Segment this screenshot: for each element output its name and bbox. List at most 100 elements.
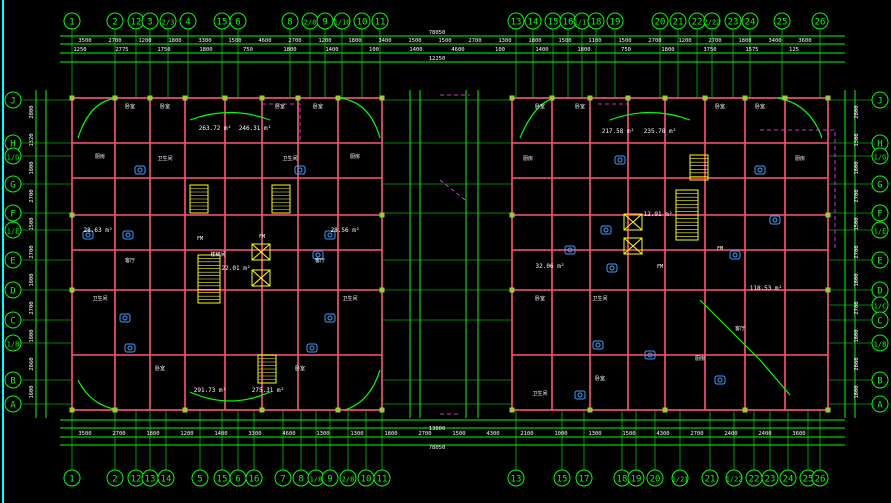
dim-bottom-9: 1800 — [384, 431, 397, 437]
column-35 — [742, 407, 748, 413]
fixture-5 — [134, 165, 146, 175]
grid-top-r-1-label: 14 — [528, 18, 539, 28]
fixture-dot-8 — [567, 247, 573, 253]
column-28 — [509, 212, 515, 218]
fixture-3 — [312, 250, 324, 260]
fixture-15 — [574, 390, 586, 400]
grid-top-r-8-bubble — [669, 12, 687, 30]
room-label-0: 卧室 — [125, 103, 135, 110]
dim-left-1: 1320 — [29, 133, 35, 146]
dim-bottom-10: 2700 — [418, 431, 431, 437]
grid-bot-r-0-bubble — [507, 469, 525, 487]
grid-bot-r-7-label: 21 — [705, 475, 716, 485]
dim-second-4: 750 — [243, 47, 253, 53]
grid-right-5-bubble — [871, 221, 889, 239]
fixture-dot-12 — [772, 217, 778, 223]
grid-bot-4-label: 14 — [161, 475, 172, 485]
dim-bottom-18: 2700 — [690, 431, 703, 437]
dim-left-8: 1800 — [29, 329, 35, 342]
grid-top-11-bubble — [333, 12, 351, 30]
grid-right-4-bubble — [871, 204, 889, 222]
column-21 — [587, 95, 593, 101]
fixture-12 — [769, 215, 781, 225]
grid-bot-15-label: 11 — [377, 475, 388, 485]
column-34 — [662, 407, 668, 413]
fixture-dot-4 — [122, 315, 128, 321]
grid-right-6-bubble — [871, 251, 889, 269]
dim-top-22: 1800 — [738, 38, 751, 44]
grid-bot-r-6-label: 1/21 — [672, 476, 689, 484]
fixture-dot-3 — [315, 252, 321, 258]
dim-second-7: 100 — [369, 47, 379, 53]
grid-bot-r-0-label: 13 — [511, 475, 522, 485]
grid-left-1-label: H — [10, 140, 15, 150]
grid-top-r-3-label: 16 — [563, 18, 574, 28]
grid-bot-12-bubble — [321, 469, 339, 487]
grid-right-10-bubble — [871, 334, 889, 352]
dim-bottom-15: 1300 — [588, 431, 601, 437]
dim-mid-bottom: 13800 — [429, 426, 446, 432]
grid-left-6-bubble — [4, 251, 22, 269]
dim-right-7: 2700 — [854, 301, 860, 314]
grid-top-r-14-label: 26 — [815, 18, 826, 28]
dim-left-0: 2800 — [29, 105, 35, 118]
grid-right-0-label: J — [877, 97, 882, 107]
grid-right-7-label: D — [877, 287, 882, 297]
dim-bottom-2: 1800 — [146, 431, 159, 437]
fixture-dot-17 — [127, 345, 133, 351]
grid-left-2-bubble — [4, 147, 22, 165]
grid-bot-r-12-label: 25 — [803, 475, 814, 485]
grid-bot-6-label: 15 — [217, 475, 228, 485]
grid-left-0-label: J — [10, 97, 15, 107]
grid-top-3-bubble — [141, 12, 159, 30]
room-label-30: 卫生间 — [532, 390, 547, 397]
grid-right-5-label: 1/E — [874, 228, 887, 236]
dimension-lines — [35, 35, 856, 446]
column-13 — [69, 407, 75, 413]
column-17 — [335, 407, 341, 413]
column-1 — [112, 95, 118, 101]
fixture-dot-6 — [297, 167, 303, 173]
dim-left-10: 1600 — [29, 385, 35, 398]
grid-left-7-label: D — [10, 287, 15, 297]
room-area-6: 22.01 m² — [222, 265, 251, 272]
dim-second-15: 3750 — [703, 47, 716, 53]
grid-top-r-10-bubble — [703, 12, 721, 30]
room-area-5: 28.56 m² — [331, 227, 360, 234]
fixture-13 — [592, 340, 604, 350]
dim-second-12: 1800 — [577, 47, 590, 53]
grid-top-r-1-bubble — [524, 12, 542, 30]
grid-left-6-label: E — [10, 257, 15, 267]
vertical-grid-lines — [71, 29, 821, 470]
fixture-dot-0 — [85, 232, 91, 238]
dim-second-16: 1575 — [745, 47, 758, 53]
grid-top-r-0-label: 13 — [511, 18, 522, 28]
dim-top-4: 3300 — [198, 38, 211, 44]
room-label-17: 卧室 — [535, 103, 545, 110]
dim-bottom-11: 1500 — [452, 431, 465, 437]
grid-right-9-bubble — [871, 311, 889, 329]
grid-top-r-11-label: 23 — [728, 18, 739, 28]
dim-right-4: 1500 — [854, 217, 860, 230]
fixture-dot-14 — [647, 352, 653, 358]
fixture-dot-19 — [617, 157, 623, 163]
grid-right-11-bubble — [871, 371, 889, 389]
room-area-10: 291.73 m² — [194, 387, 227, 394]
dim-top-15: 1800 — [528, 38, 541, 44]
room-label-11: 客厅 — [125, 257, 135, 264]
dim-second-5: 1800 — [283, 47, 296, 53]
grid-bot-9-bubble — [274, 469, 292, 487]
grid-right-4-label: F — [877, 210, 882, 220]
grid-top-r-5-bubble — [587, 12, 605, 30]
room-area-3: 235.78 m² — [644, 128, 677, 135]
dim-top-5: 1500 — [228, 38, 241, 44]
fixture-14 — [644, 350, 656, 360]
grid-bot-r-13-label: 26 — [815, 475, 826, 485]
room-area-8: 12.91 m² — [644, 211, 673, 218]
dim-bottom-8: 1300 — [350, 431, 363, 437]
column-36 — [825, 407, 831, 413]
grid-bot-9-label: 7 — [280, 475, 285, 485]
column-20 — [549, 95, 555, 101]
